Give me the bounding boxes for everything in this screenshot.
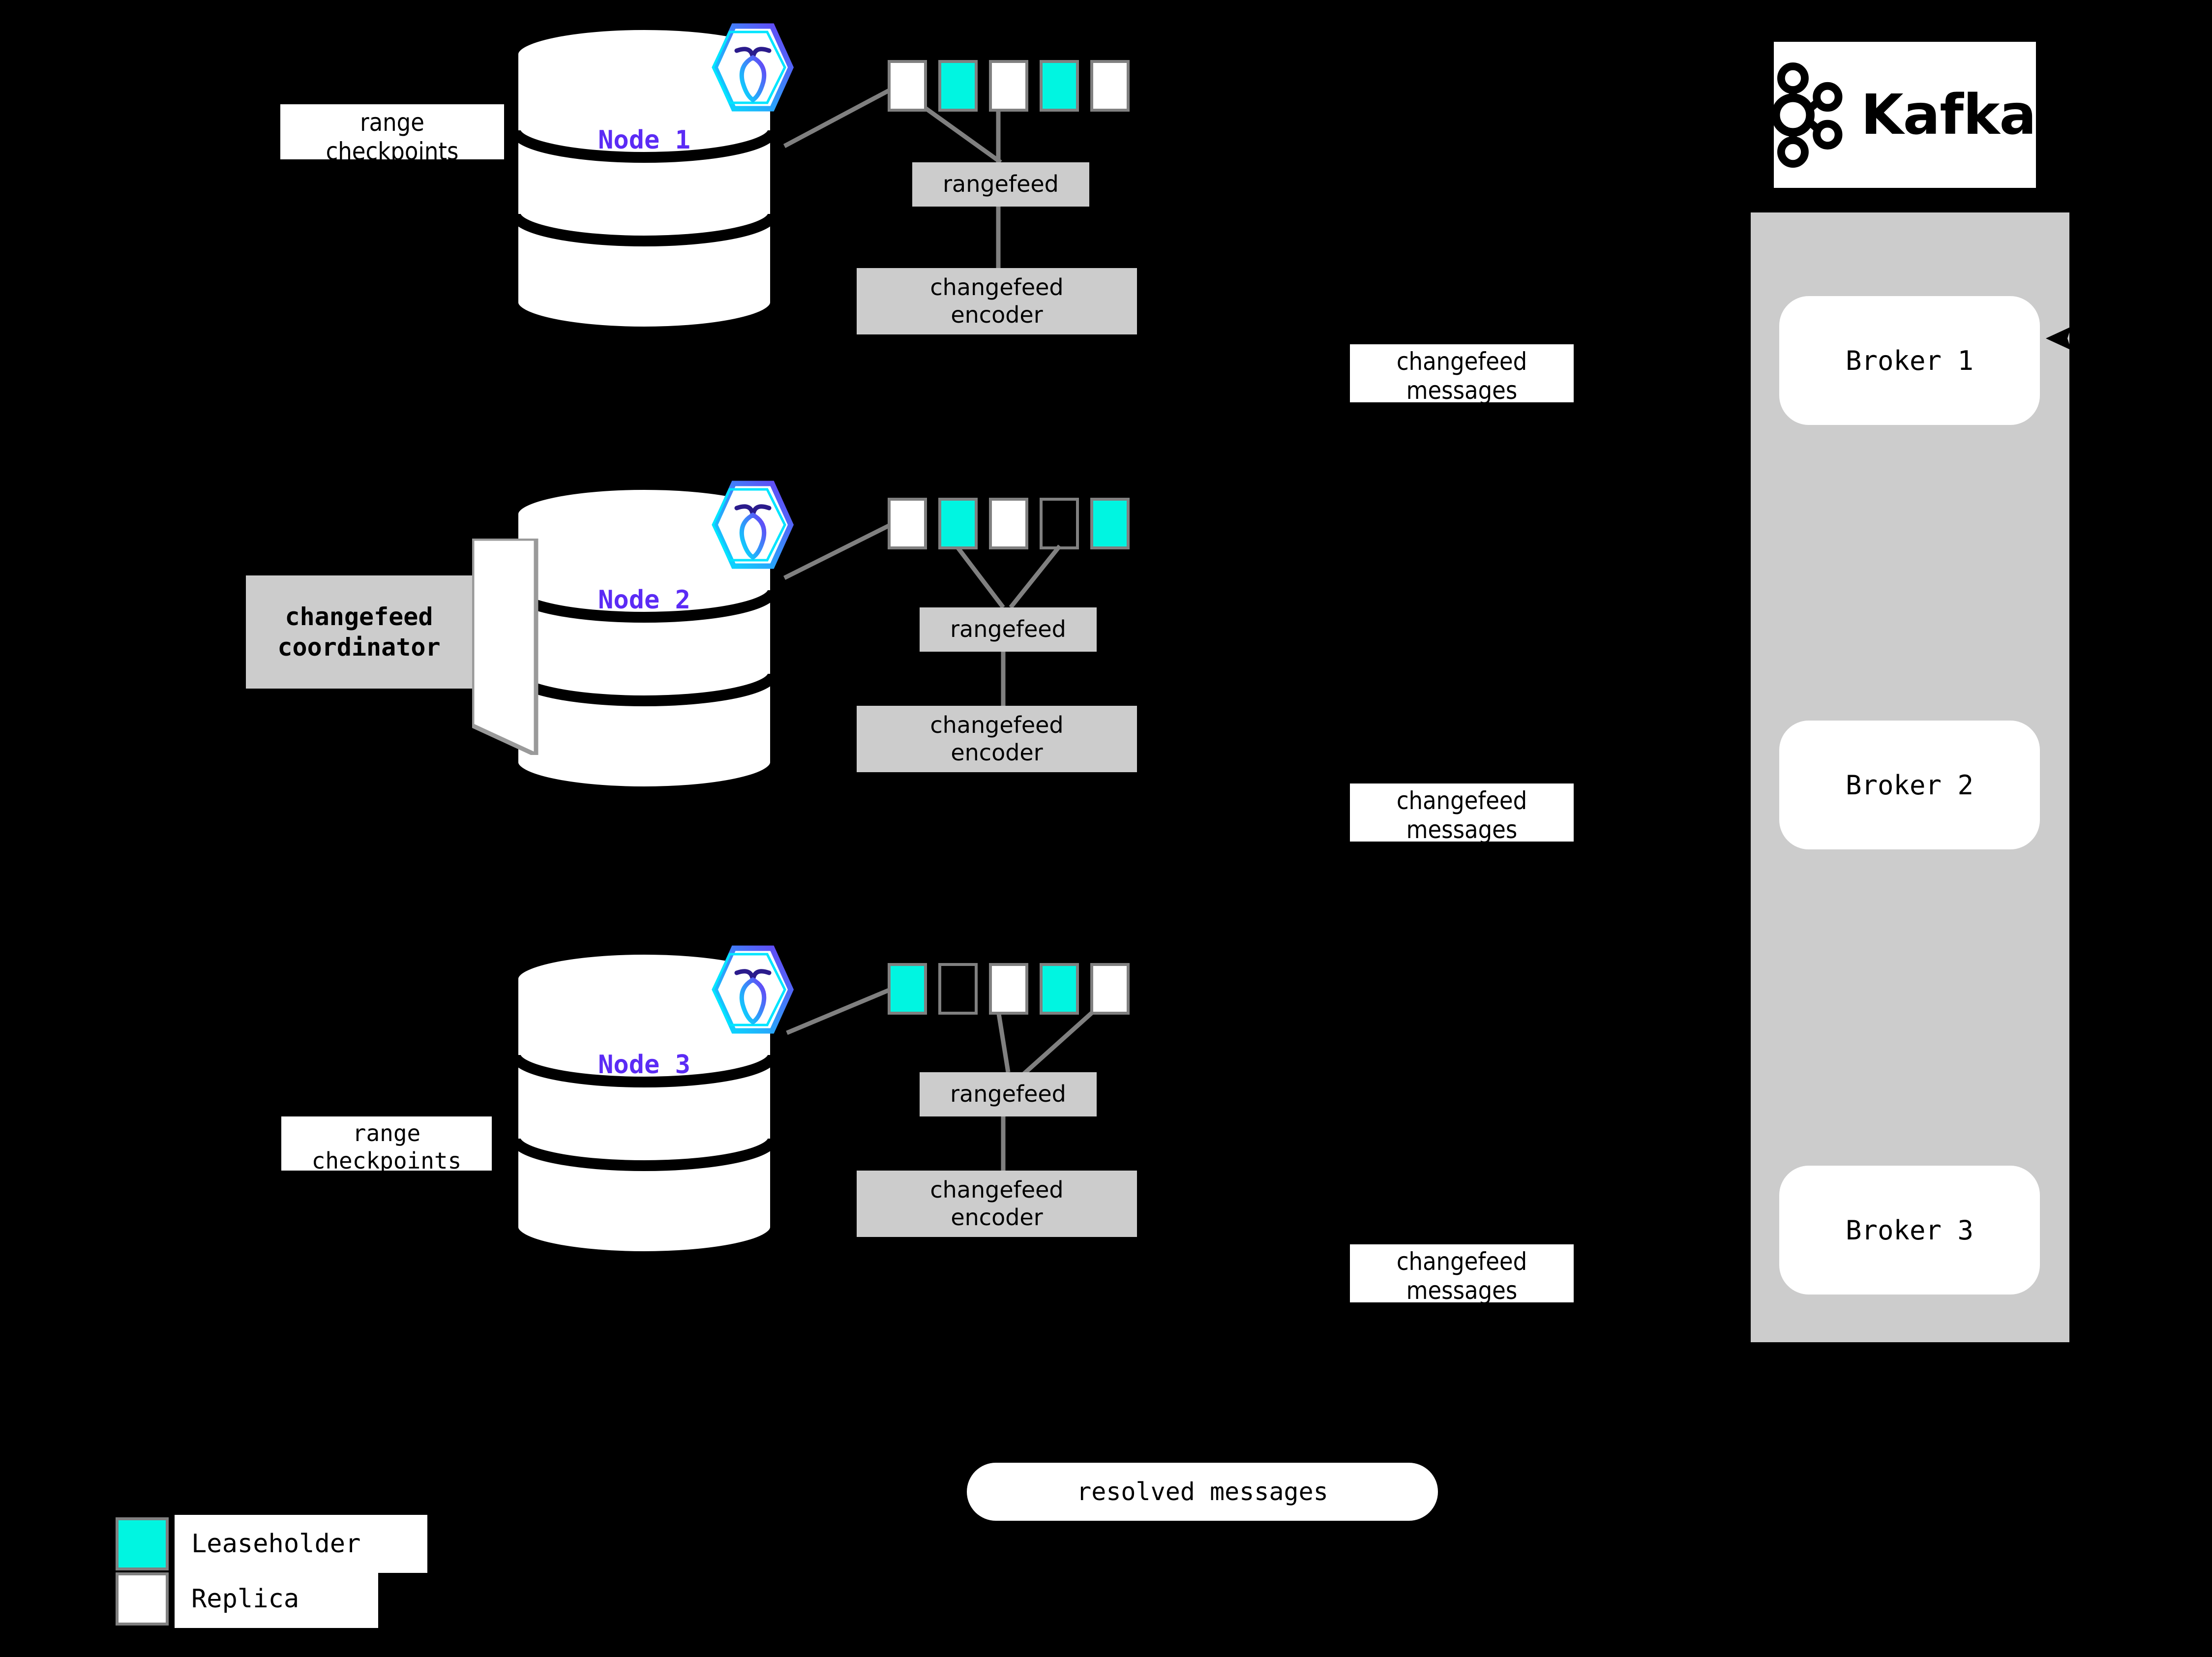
broker-inbound-arrow-icon [2046,327,2071,350]
range-cell[interactable] [1040,963,1079,1015]
range-cell[interactable] [1040,498,1079,549]
node-3-rangefeed-box[interactable]: rangefeed [920,1072,1097,1116]
node-2-changefeed-encoder-box[interactable]: changefeed encoder [857,706,1137,772]
range-cell[interactable] [938,498,978,549]
range-cell[interactable] [938,60,978,112]
node-1-changefeed-encoder-box[interactable]: changefeed encoder [857,268,1137,334]
changefeed-messages-label-2: changefeed messages [1350,783,1574,842]
range-cell[interactable] [989,498,1028,549]
range-cell[interactable] [989,60,1028,112]
range-cell[interactable] [1040,60,1079,112]
range-cell[interactable] [888,963,927,1015]
changefeed-messages-label-1: changefeed messages [1350,344,1574,402]
legend-swatch-replica [116,1572,169,1626]
kafka-wordmark: Kafka [1860,83,2036,147]
kafka-cluster-panel: Broker 1 Broker 2 Broker 3 [1751,212,2069,1342]
node-3-cylinder-icon [511,949,777,1257]
kafka-logo-box: Kafka [1774,42,2036,188]
node-2-cylinder-icon [511,484,777,792]
cockroachdb-hexagon-icon [712,481,794,569]
coordinator-arrow-icon [472,539,538,755]
node-2-rangefeed-box[interactable]: rangefeed [920,607,1097,652]
range-cell[interactable] [888,498,927,549]
resolved-messages-pill: resolved messages [967,1463,1438,1521]
legend-swatch-leaseholder [116,1517,169,1570]
range-cell[interactable] [938,963,978,1015]
legend-label-replica: Replica [175,1570,378,1628]
node-3-label: Node 3 [598,1050,690,1080]
node-3-range-checkpoints-label: range checkpoints [281,1116,492,1171]
broker-3-box[interactable]: Broker 3 [1779,1166,2040,1295]
cockroachdb-hexagon-icon [712,23,794,112]
range-cell[interactable] [888,60,927,112]
range-cell[interactable] [989,963,1028,1015]
node-1-rangefeed-box[interactable]: rangefeed [912,162,1089,207]
kafka-logo-icon [1774,62,1843,168]
node-3-changefeed-encoder-box[interactable]: changefeed encoder [857,1171,1137,1237]
node-1-label: Node 1 [598,125,690,155]
node-1-range-checkpoints-label: range checkpoints [280,104,504,159]
range-cell[interactable] [1090,498,1130,549]
range-cell[interactable] [1090,60,1130,112]
node-1-cylinder-icon [511,25,777,332]
range-cell[interactable] [1090,963,1130,1015]
node-2-label: Node 2 [598,585,690,615]
cockroachdb-hexagon-icon [712,945,794,1034]
broker-2-box[interactable]: Broker 2 [1779,721,2040,849]
legend-label-leaseholder: Leaseholder [175,1515,427,1573]
broker-1-box[interactable]: Broker 1 [1779,296,2040,425]
changefeed-coordinator-box[interactable]: changefeed coordinator [246,575,472,689]
changefeed-messages-label-3: changefeed messages [1350,1244,1574,1302]
